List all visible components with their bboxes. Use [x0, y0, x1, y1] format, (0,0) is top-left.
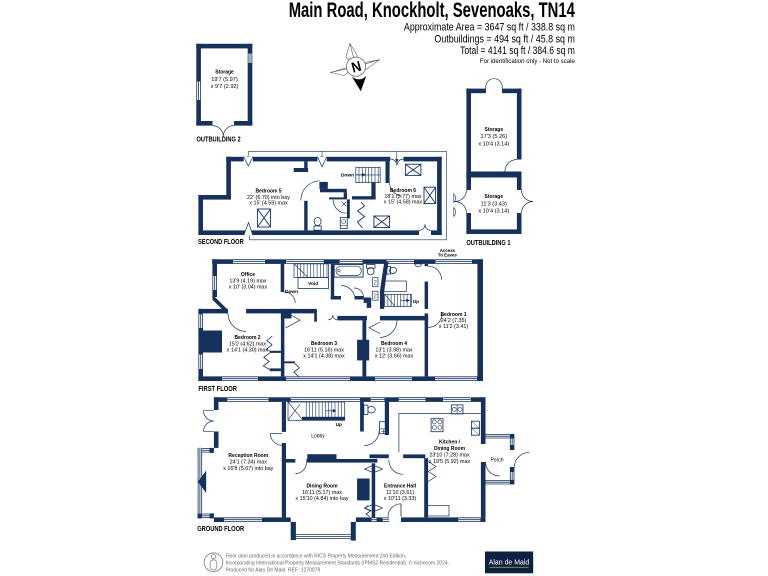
svg-text:Bedroom 2: Bedroom 2 — [234, 335, 260, 341]
svg-text:16'11 (5.17) max: 16'11 (5.17) max — [302, 490, 342, 496]
svg-text:Approximate Area = 3647 sq ft: Approximate Area = 3647 sq ft / 338.8 sq… — [404, 21, 575, 33]
svg-text:Void: Void — [308, 281, 318, 287]
svg-text:Storage: Storage — [215, 70, 234, 76]
svg-text:Up: Up — [413, 299, 419, 305]
svg-text:For identification only - Not: For identification only - Not to scale — [480, 58, 575, 65]
svg-text:Produced for Alan De Maid.: Produced for Alan De Maid. REF: 1270079 — [226, 567, 321, 573]
svg-text:N: N — [350, 59, 363, 77]
svg-text:11'3 (3.43): 11'3 (3.43) — [481, 201, 507, 207]
svg-text:Bedroom 5: Bedroom 5 — [255, 189, 281, 195]
svg-text:SECOND FLOOR: SECOND FLOOR — [198, 237, 244, 246]
svg-text:x 9'7 (2.92): x 9'7 (2.92) — [211, 84, 239, 90]
svg-text:Dining Room: Dining Room — [306, 483, 338, 489]
svg-text:x 15' (4.58) max: x 15' (4.58) max — [384, 200, 423, 206]
svg-text:Down: Down — [341, 173, 354, 179]
svg-text:To Eaves: To Eaves — [438, 253, 458, 258]
svg-text:Down: Down — [285, 289, 298, 295]
svg-text:x 10' (3.04) max: x 10' (3.04) max — [229, 284, 268, 290]
svg-text:Bedroom 1: Bedroom 1 — [440, 312, 466, 318]
svg-text:x 15' (4.59) max: x 15' (4.59) max — [249, 201, 288, 207]
svg-text:Up: Up — [336, 422, 342, 428]
svg-text:18'1 (5.77) max: 18'1 (5.77) max — [384, 194, 422, 200]
svg-text:GROUND FLOOR: GROUND FLOOR — [197, 524, 245, 533]
svg-text:x 10'4 (3.14): x 10'4 (3.14) — [478, 141, 509, 147]
svg-text:x 11'2 (3.41): x 11'2 (3.41) — [439, 324, 469, 330]
svg-text:OUTBUILDING 1: OUTBUILDING 1 — [466, 238, 510, 247]
svg-text:Alan de Maid: Alan de Maid — [489, 558, 530, 567]
svg-text:Bedroom 4: Bedroom 4 — [381, 341, 407, 347]
svg-text:Storage: Storage — [484, 127, 503, 133]
svg-text:17'3 (5.26): 17'3 (5.26) — [481, 134, 508, 140]
svg-text:Lobby: Lobby — [311, 434, 325, 440]
svg-text:Reception Room: Reception Room — [228, 453, 268, 459]
svg-text:11'10 (3.61): 11'10 (3.61) — [386, 490, 414, 496]
svg-text:Floor plan produced in accorda: Floor plan produced in accordance with R… — [226, 553, 407, 559]
svg-text:x 10'11 (3.33): x 10'11 (3.33) — [384, 496, 417, 502]
svg-text:Main Road, Knockholt, Sevenoak: Main Road, Knockholt, Sevenoaks, TN14 — [289, 0, 575, 22]
svg-text:22' (6.70) into bay: 22' (6.70) into bay — [247, 195, 290, 201]
svg-text:Bedroom 3: Bedroom 3 — [311, 341, 337, 347]
svg-text:Outbuildings = 494 sq ft / 45.: Outbuildings = 494 sq ft / 45.8 sq m — [434, 33, 575, 45]
svg-text:13'9 (4.19) max: 13'9 (4.19) max — [229, 278, 267, 284]
svg-text:Incorporating International Pr: Incorporating International Property Mea… — [226, 559, 450, 566]
svg-text:15'2 (4.62) max: 15'2 (4.62) max — [229, 341, 267, 347]
svg-text:x 16'8 (5.07) into bay: x 16'8 (5.07) into bay — [223, 466, 273, 472]
svg-text:Entrance Hall: Entrance Hall — [384, 483, 417, 489]
svg-text:x 12' (3.66) max: x 12' (3.66) max — [375, 353, 414, 359]
svg-text:Dining Room: Dining Room — [434, 446, 466, 452]
svg-text:Bedroom 6: Bedroom 6 — [390, 188, 416, 194]
svg-text:x 15'10 (4.84) into bay: x 15'10 (4.84) into bay — [295, 496, 348, 502]
svg-text:Total = 4141 sq ft / 384.6 sq: Total = 4141 sq ft / 384.6 sq m — [460, 45, 575, 57]
svg-text:16'11 (5.16) max: 16'11 (5.16) max — [304, 347, 344, 353]
svg-text:13'1 (3.98) max: 13'1 (3.98) max — [375, 347, 413, 353]
svg-text:19'7 (5.97): 19'7 (5.97) — [211, 77, 238, 83]
svg-text:Kitchen /: Kitchen / — [439, 440, 461, 446]
svg-text:x 14'1 (4.38) max: x 14'1 (4.38) max — [303, 353, 345, 359]
svg-text:x 10'4 (3.14): x 10'4 (3.14) — [478, 209, 509, 215]
svg-text:Storage: Storage — [484, 194, 503, 200]
svg-text:Porch: Porch — [490, 458, 503, 464]
svg-text:OUTBUILDING 2: OUTBUILDING 2 — [197, 135, 241, 144]
svg-text:Office: Office — [241, 272, 255, 278]
svg-text:23'10 (7.28) max: 23'10 (7.28) max — [429, 452, 470, 458]
svg-text:24'1 (7.34) max: 24'1 (7.34) max — [230, 460, 268, 466]
svg-text:x 14'1 (4.30) max: x 14'1 (4.30) max — [227, 347, 269, 353]
svg-text:x 19'5 (5.92) max: x 19'5 (5.92) max — [429, 459, 471, 465]
svg-text:24'2 (7.35): 24'2 (7.35) — [441, 318, 467, 324]
svg-text:FIRST FLOOR: FIRST FLOOR — [198, 384, 237, 393]
svg-text:Access: Access — [440, 248, 456, 253]
